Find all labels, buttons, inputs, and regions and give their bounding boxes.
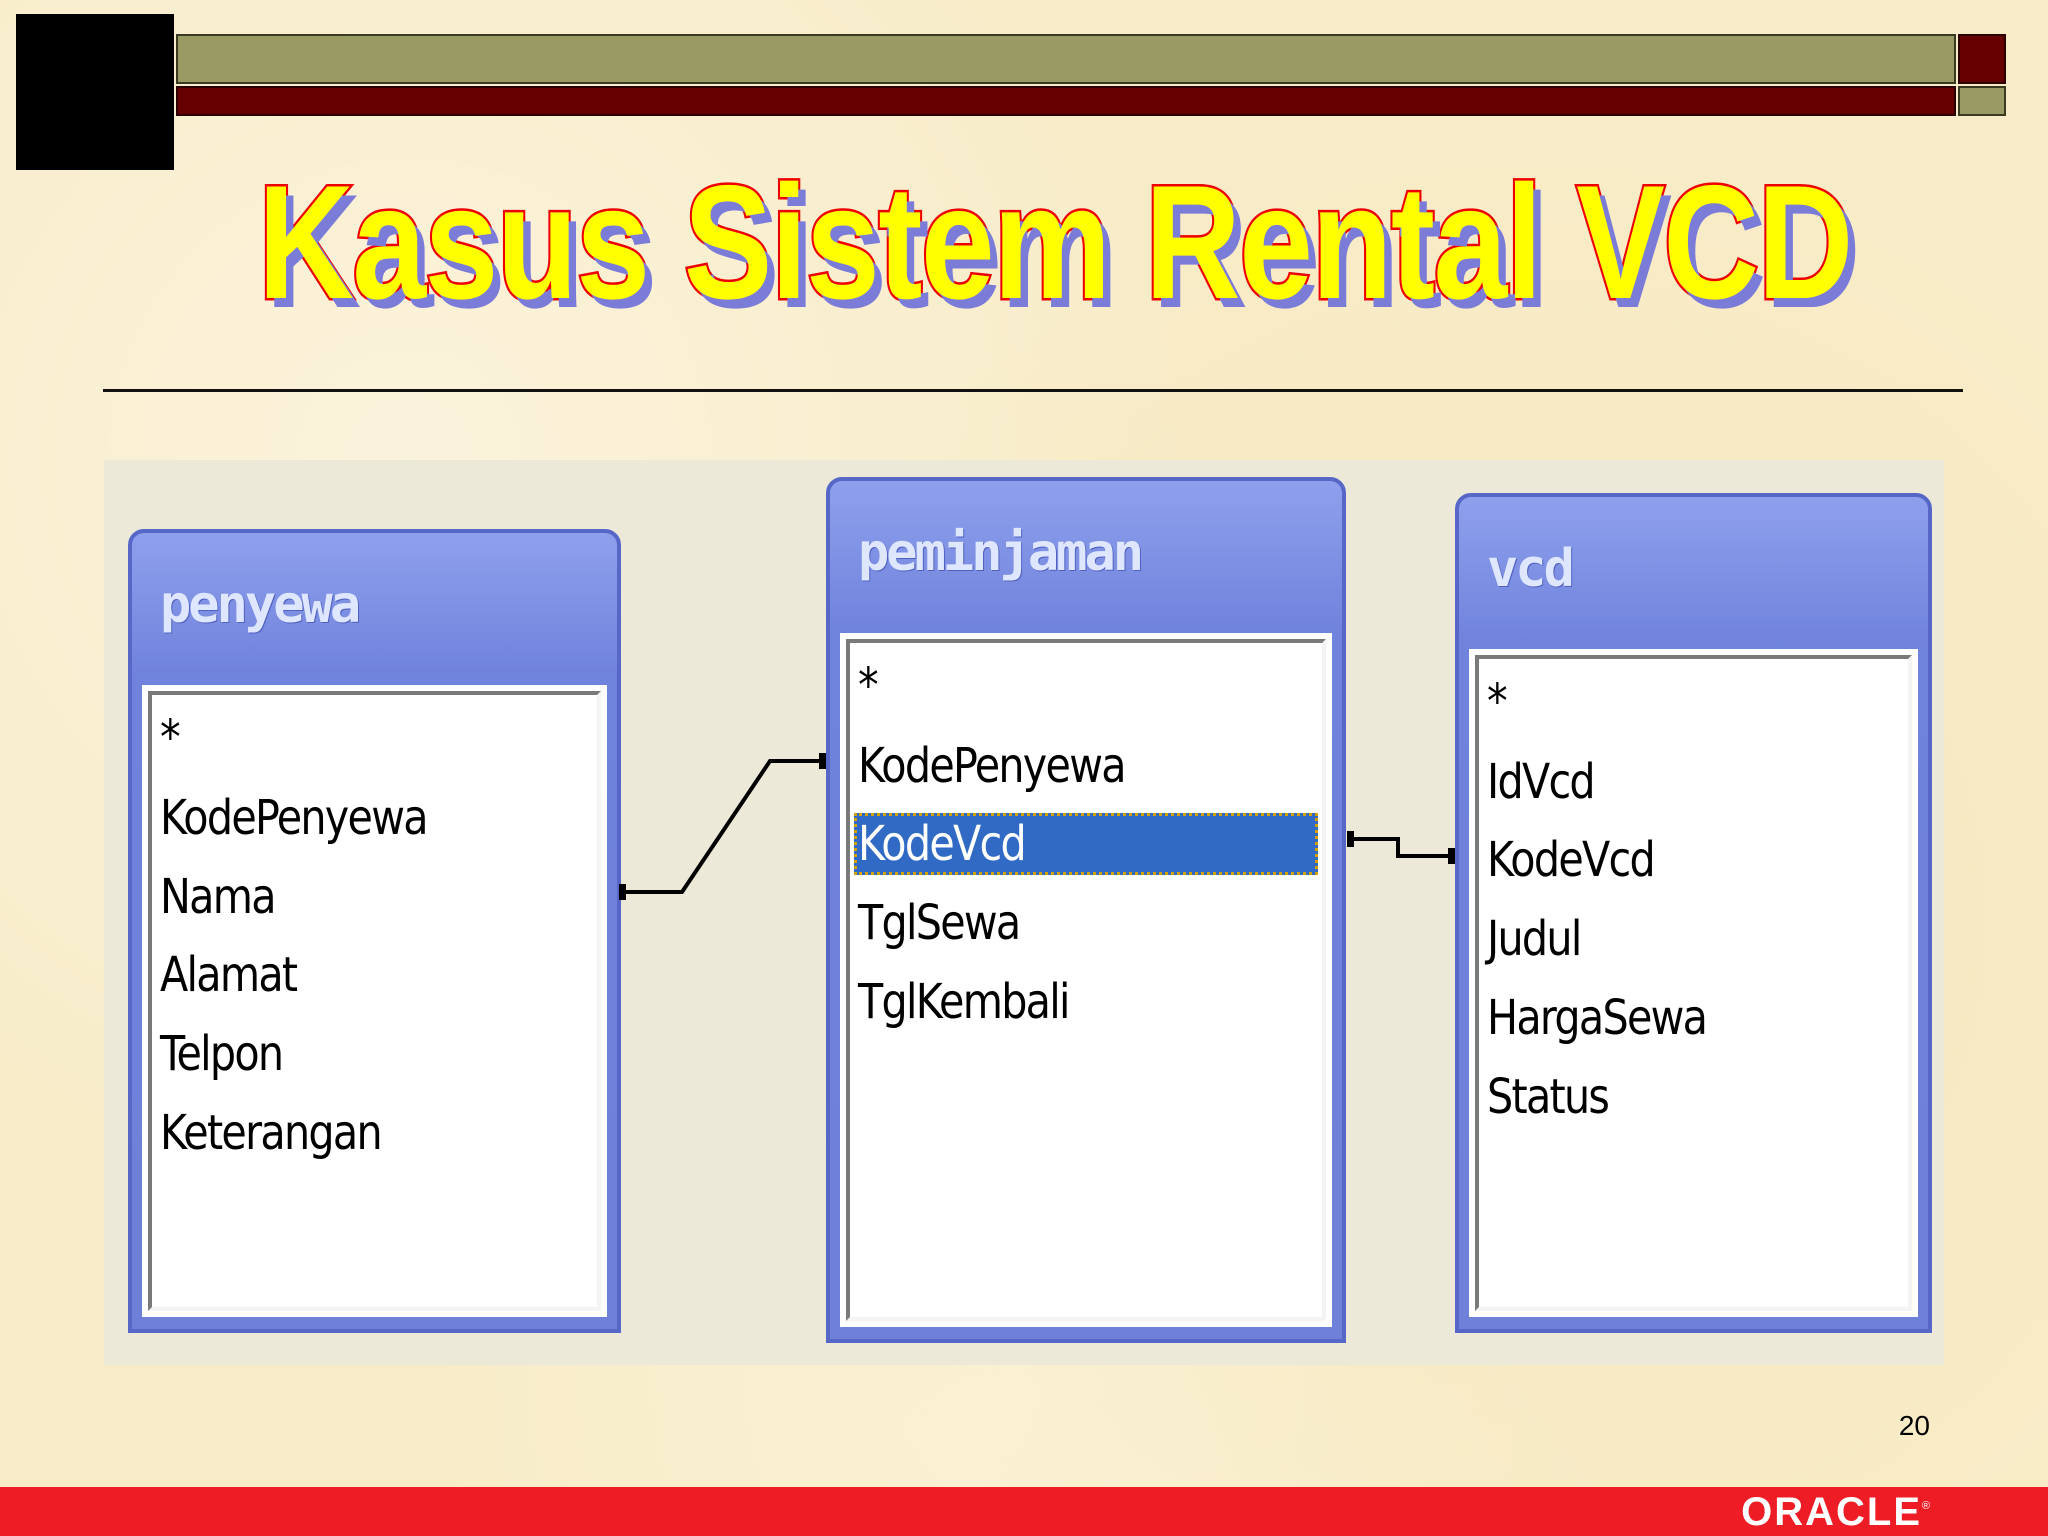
title-divider: [103, 389, 1963, 392]
oracle-logo: ORACLE: [1741, 1490, 1922, 1534]
field-label: Telpon: [160, 1026, 284, 1082]
field-label: Judul: [1487, 911, 1582, 967]
field-label: KodePenyewa: [160, 790, 429, 846]
page-number: 20: [1898, 1410, 1930, 1441]
field-label: TglSewa: [858, 895, 1021, 951]
field-label: Nama: [160, 869, 277, 925]
field-item[interactable]: Status: [1483, 1066, 1904, 1128]
table-title-peminjaman: peminjaman: [858, 523, 1144, 583]
header-bar-maroon: [176, 86, 1956, 116]
field-item[interactable]: KodeVcd: [1483, 829, 1904, 891]
field-item[interactable]: TglKembali: [854, 971, 1318, 1033]
field-label: IdVcd: [1487, 754, 1596, 810]
field-item-selected[interactable]: KodeVcd: [854, 813, 1318, 875]
corner-black-square: [16, 14, 174, 170]
table-vcd[interactable]: vcd * IdVcd KodeVcd Judul HargaSewa Stat…: [1455, 493, 1932, 1333]
field-label: *: [1487, 674, 1508, 730]
footer-bar: [0, 1487, 2048, 1536]
field-label: KodePenyewa: [858, 738, 1127, 794]
field-item[interactable]: *: [156, 707, 593, 769]
oracle-logo-registered-mark: ®: [1921, 1500, 1930, 1512]
field-item[interactable]: IdVcd: [1483, 751, 1904, 813]
field-item[interactable]: *: [854, 655, 1318, 717]
header-bar-olive: [176, 34, 1956, 84]
field-label: Keterangan: [160, 1105, 383, 1161]
field-label: *: [858, 658, 879, 714]
field-item[interactable]: Judul: [1483, 908, 1904, 970]
field-label: KodeVcd: [858, 816, 1027, 872]
header-corner-olive: [1958, 86, 2006, 116]
field-label: Status: [1487, 1069, 1610, 1125]
field-label: Alamat: [160, 947, 298, 1003]
field-label: *: [160, 710, 181, 766]
field-item[interactable]: KodePenyewa: [156, 787, 593, 849]
table-penyewa[interactable]: penyewa * KodePenyewa Nama Alamat Telpon…: [128, 529, 621, 1333]
slide-title: Kasus Sistem Rental VCD: [256, 150, 1856, 336]
table-title-penyewa: penyewa: [160, 575, 361, 635]
table-peminjaman[interactable]: peminjaman * KodePenyewa KodeVcd TglSewa…: [826, 477, 1346, 1343]
field-label: KodeVcd: [1487, 832, 1656, 888]
field-list-penyewa[interactable]: * KodePenyewa Nama Alamat Telpon Keteran…: [142, 685, 607, 1317]
table-title-vcd: vcd: [1487, 539, 1575, 599]
field-label: HargaSewa: [1487, 990, 1708, 1046]
field-item[interactable]: KodePenyewa: [854, 735, 1318, 797]
field-item[interactable]: Alamat: [156, 944, 593, 1006]
field-item[interactable]: HargaSewa: [1483, 987, 1904, 1049]
header-corner-maroon: [1958, 34, 2006, 84]
field-item[interactable]: Nama: [156, 866, 593, 928]
field-list-peminjaman[interactable]: * KodePenyewa KodeVcd TglSewa TglKembali: [840, 633, 1332, 1327]
field-label: TglKembali: [858, 974, 1070, 1030]
field-item[interactable]: TglSewa: [854, 892, 1318, 954]
field-item[interactable]: *: [1483, 671, 1904, 733]
field-item[interactable]: Telpon: [156, 1023, 593, 1085]
field-list-vcd[interactable]: * IdVcd KodeVcd Judul HargaSewa Status: [1469, 649, 1918, 1317]
field-item[interactable]: Keterangan: [156, 1102, 593, 1164]
